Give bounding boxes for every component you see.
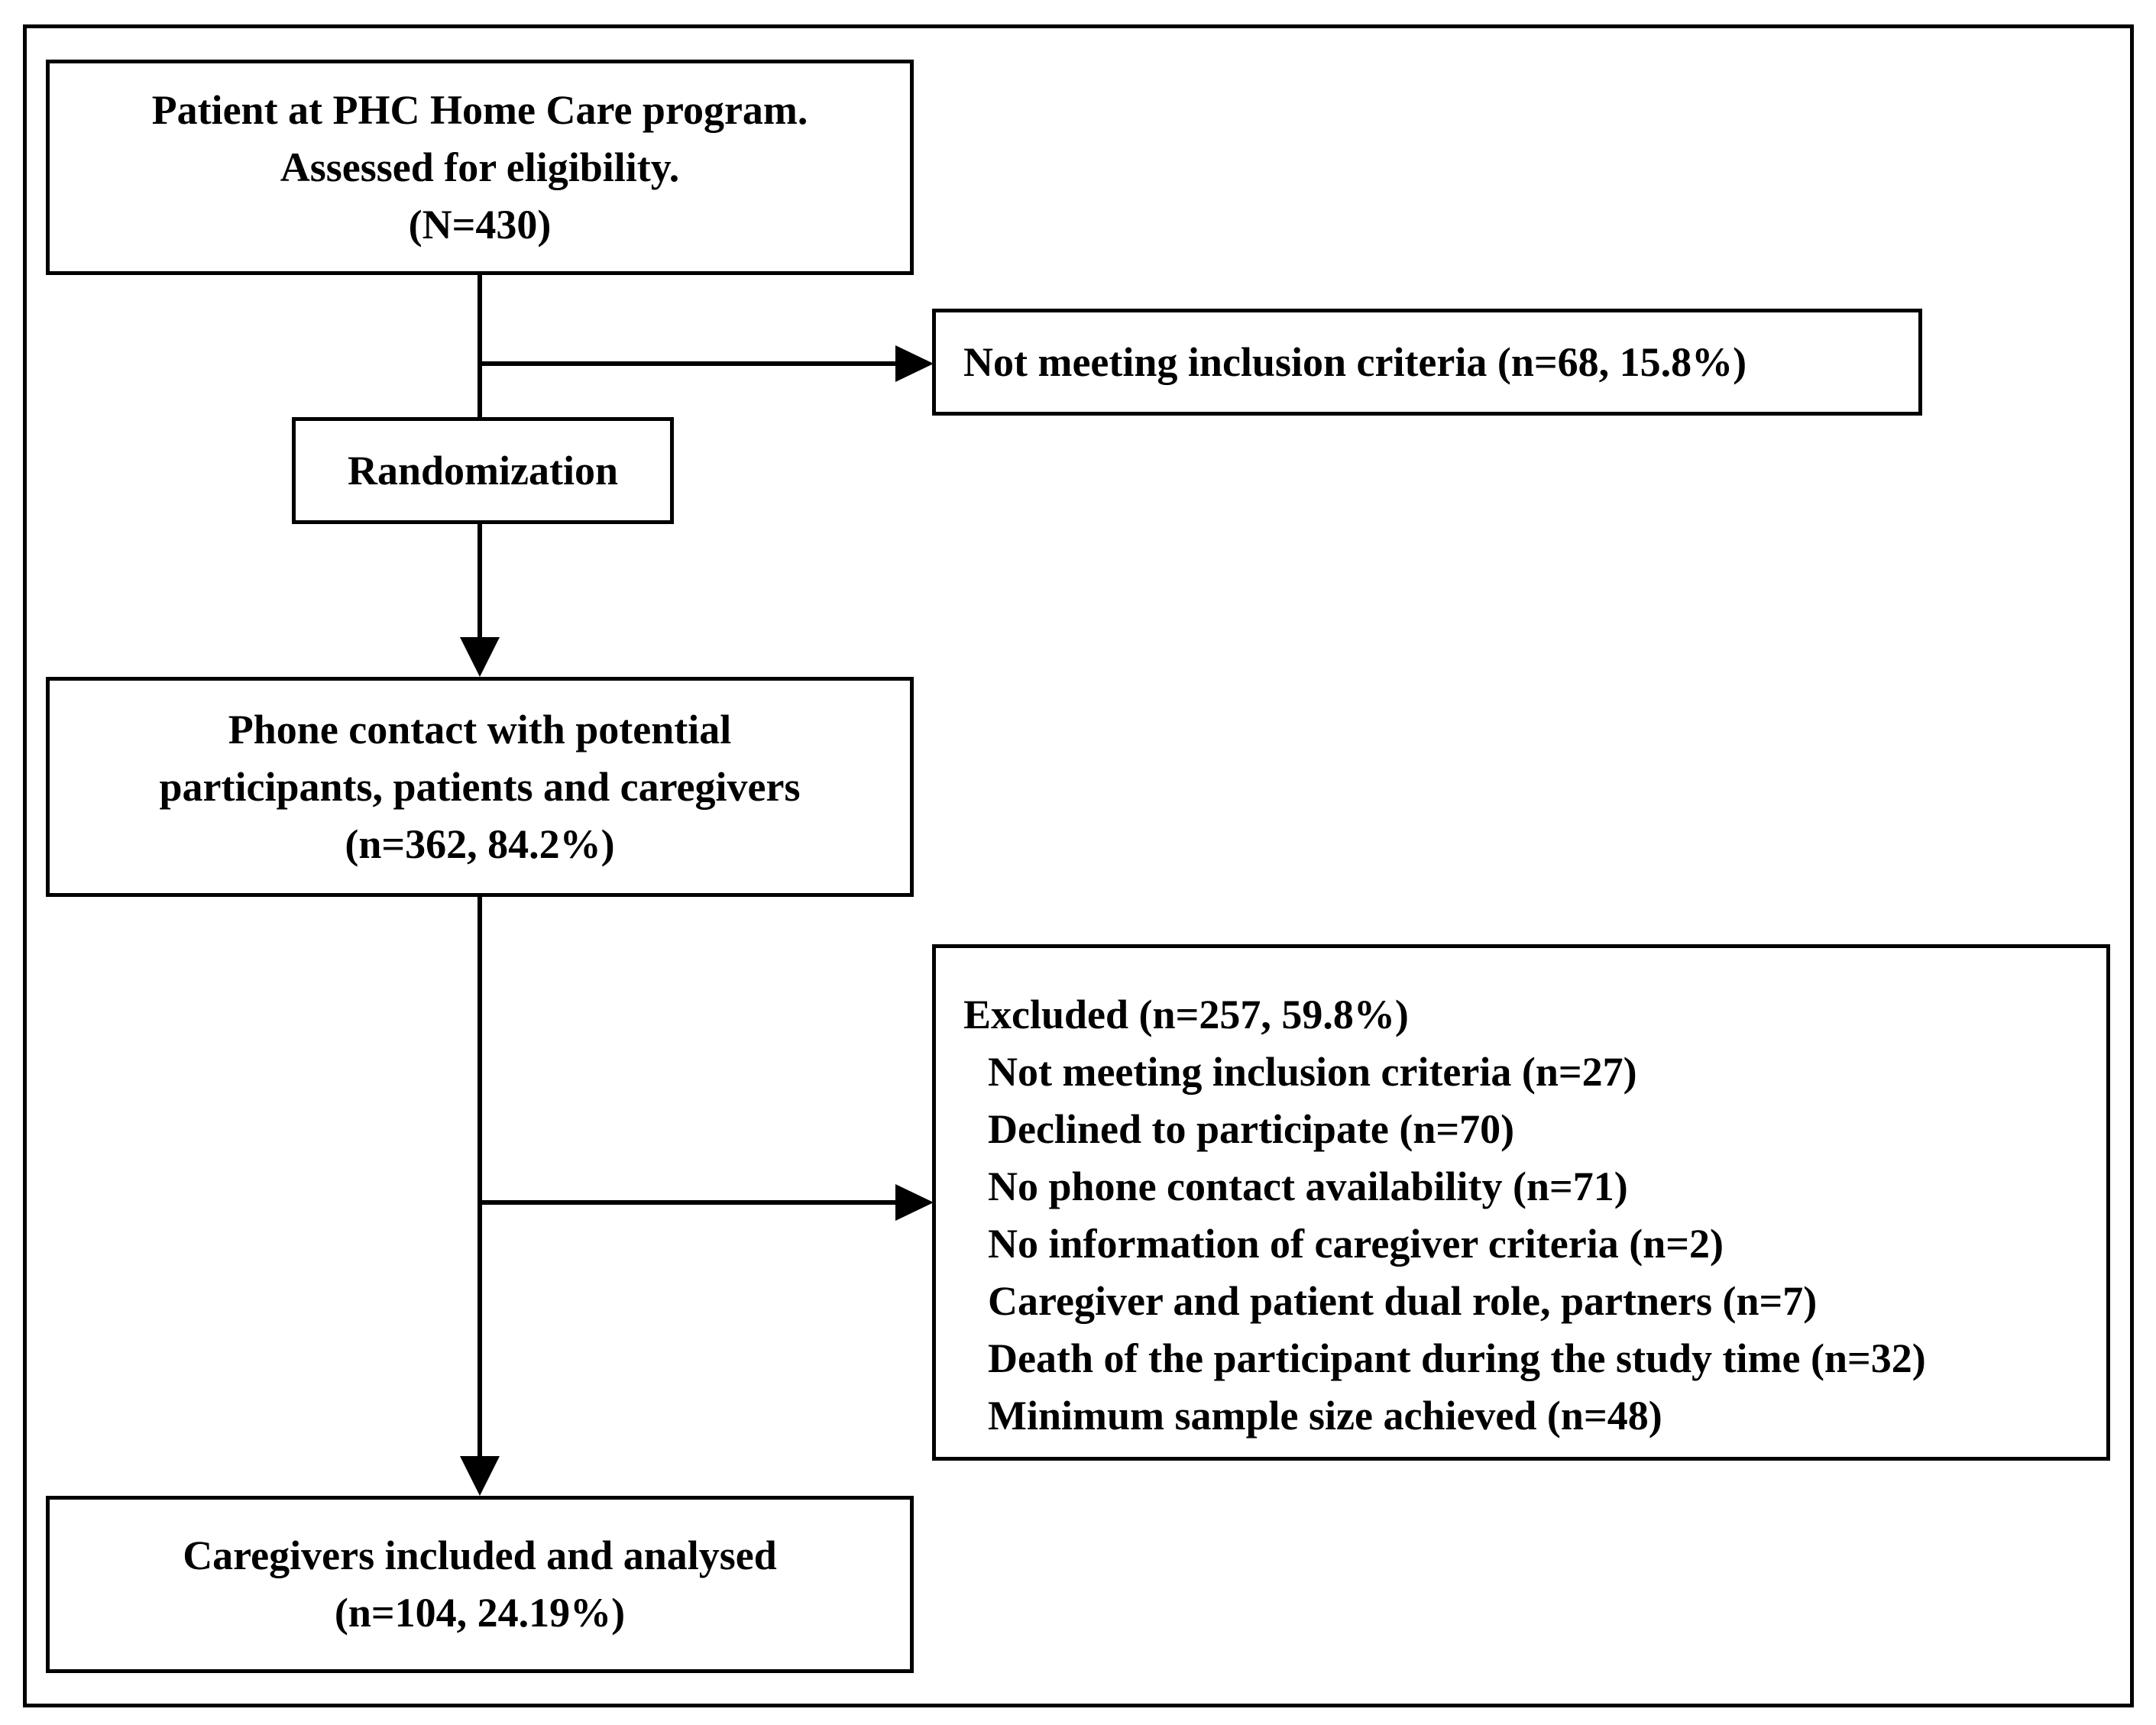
- excluded-item: Caregiver and patient dual role, partner…: [988, 1278, 1818, 1324]
- excluded-box: Excluded (n=257, 59.8%) Not meeting incl…: [932, 944, 2110, 1461]
- assessed-line-2: Assessed for eligibility.: [280, 144, 680, 190]
- excluded-item: Declined to participate (n=70): [988, 1106, 1515, 1152]
- not-meeting-box: Not meeting inclusion criteria (n=68, 15…: [932, 309, 1922, 416]
- arrowhead-included: [460, 1456, 500, 1496]
- included-line-2: (n=104, 24.19%): [334, 1590, 626, 1636]
- excluded-item: Death of the participant during the stud…: [988, 1335, 1926, 1381]
- excluded-item: Minimum sample size achieved (n=48): [988, 1393, 1662, 1439]
- arrowhead-excluded: [895, 1184, 934, 1221]
- arrowhead-phone-contact: [460, 637, 500, 677]
- randomization-text: Randomization: [347, 447, 619, 494]
- excluded-item: Not meeting inclusion criteria (n=27): [988, 1049, 1637, 1095]
- excluded-header: Excluded (n=257, 59.8%): [963, 992, 1409, 1037]
- excluded-item: No information of caregiver criteria (n=…: [988, 1221, 1724, 1267]
- phone-contact-line-3: (n=362, 84.2%): [345, 820, 615, 867]
- arrowhead-not-meeting: [895, 345, 934, 382]
- phone-contact-box: Phone contact with potential participant…: [46, 677, 914, 897]
- assessed-line-3: (N=430): [408, 201, 552, 248]
- included-box: Caregivers included and analysed (n=104,…: [46, 1496, 914, 1673]
- phone-contact-line-2: participants, patients and caregivers: [159, 763, 801, 810]
- randomization-box: Randomization: [292, 417, 674, 524]
- included-line-1: Caregivers included and analysed: [183, 1532, 777, 1578]
- assessed-line-1: Patient at PHC Home Care program.: [151, 86, 808, 133]
- excluded-item: No phone contact availability (n=71): [988, 1163, 1628, 1209]
- diagram-frame: [23, 24, 2134, 1707]
- not-meeting-text: Not meeting inclusion criteria (n=68, 15…: [963, 338, 1747, 385]
- phone-contact-line-1: Phone contact with potential: [228, 706, 732, 752]
- assessed-box: Patient at PHC Home Care program. Assess…: [46, 60, 914, 275]
